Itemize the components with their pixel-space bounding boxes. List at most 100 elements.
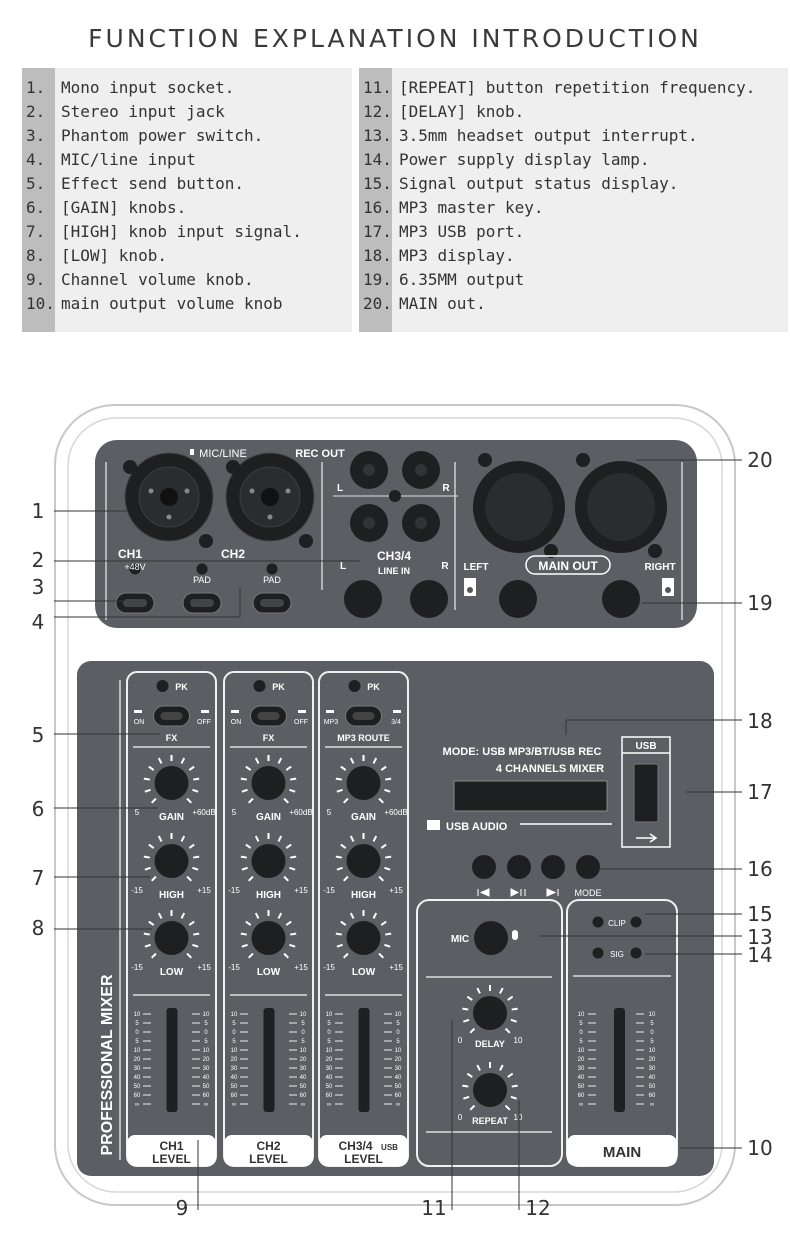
knob-tick: [285, 765, 292, 771]
knob-tick: [336, 943, 343, 948]
meter-scale-label: ∞: [204, 1102, 208, 1108]
legend-item-number: 7.: [26, 222, 46, 241]
meter-scale-label: 5: [204, 1039, 208, 1045]
knob-tick: [148, 765, 155, 771]
callout-number: 14: [747, 943, 772, 967]
knob-tick: [192, 788, 199, 793]
legend-item-text: Channel volume knob.: [61, 270, 254, 289]
jack-pin: [148, 488, 154, 494]
knob-max-label: +60dB: [192, 808, 215, 817]
meter-scale-label: 60: [326, 1093, 333, 1099]
legend-item-number: 16.: [363, 198, 392, 217]
screw: [199, 534, 213, 548]
legend-item-number: 11.: [363, 78, 392, 97]
mode-label: MODE: [575, 888, 602, 898]
knob-tick: [144, 788, 151, 793]
rec-out-label: REC OUT: [295, 448, 345, 460]
knob-tick: [188, 843, 195, 849]
meter-scale-label: 60: [578, 1093, 585, 1099]
knob-tick: [245, 765, 252, 771]
knob-tick: [186, 797, 193, 804]
switch-mark: [231, 710, 239, 713]
knob-max-label: +15: [389, 963, 403, 972]
mp3-key-button: [576, 855, 600, 879]
legend-item-text: Effect send button.: [61, 174, 245, 193]
knob-tick: [289, 943, 296, 948]
knob: [346, 766, 381, 800]
switch-mark: [298, 710, 306, 713]
callout-number: 17: [747, 780, 772, 804]
meter-scale-label: 0: [301, 1030, 305, 1036]
meter-scale-label: 10: [649, 1012, 656, 1018]
sig-led: [592, 947, 604, 959]
knob-tick: [192, 943, 199, 948]
effect-max-label: 10: [514, 1036, 523, 1045]
legend-item-number: 13.: [363, 126, 392, 145]
mic-jack: [474, 921, 508, 955]
xlr-jack-inner: [587, 473, 655, 541]
usb-audio-label: USB AUDIO: [446, 821, 508, 833]
main-out-jack: [499, 580, 537, 618]
knob-max-label: +60dB: [384, 808, 407, 817]
legend-item-text: MAIN out.: [399, 294, 486, 313]
main-out-label: MAIN OUT: [538, 559, 598, 573]
knob-tick: [240, 855, 247, 859]
sig-label: SIG: [610, 950, 624, 959]
meter-scale-label: 10: [134, 1048, 141, 1054]
knob-tick: [504, 1104, 511, 1111]
switch-label: +48V: [124, 562, 145, 572]
meter-scale-label: 10: [231, 1048, 238, 1054]
screw: [544, 544, 558, 558]
peak-led: [253, 680, 266, 692]
jack-pin: [184, 488, 190, 494]
meter-scale-label: 20: [649, 1057, 656, 1063]
knob-tick: [340, 765, 347, 771]
knob-tick: [469, 1104, 476, 1111]
meter-scale-label: 5: [650, 1021, 654, 1027]
knob-tick: [335, 855, 342, 859]
legend-item: 17.MP3 USB port.: [363, 222, 524, 242]
knob-label: LOW: [160, 967, 184, 978]
meter-scale-label: 5: [396, 1021, 400, 1027]
legend-item-text: Mono input socket.: [61, 78, 235, 97]
knob-tick: [385, 777, 392, 781]
knob-max-label: +15: [294, 886, 308, 895]
level-label: LEVEL: [249, 1152, 288, 1166]
legend-number-strip: [359, 68, 392, 332]
legend-item-text: MIC/line input: [61, 150, 196, 169]
knob-tick: [380, 843, 387, 849]
speaker-icon-cone: [467, 587, 473, 593]
knob-tick: [150, 952, 157, 959]
switch-slider: [260, 599, 284, 607]
legend-item: 5.Effect send button.: [26, 174, 244, 194]
callout-number: 10: [747, 1136, 772, 1160]
knob-tick: [507, 1072, 514, 1078]
knob-tick: [180, 912, 186, 919]
knob-label: HIGH: [256, 890, 281, 901]
switch-on-label: ON: [134, 719, 145, 726]
knob-tick: [463, 1095, 470, 1100]
ch2-label: CH2: [221, 547, 245, 561]
meter-scale-label: 10: [300, 1048, 307, 1054]
knob-min-label: -15: [323, 963, 335, 972]
prev-icon: [477, 888, 490, 897]
legend-item-number: 2.: [26, 102, 46, 121]
line-in-jack: [410, 580, 448, 618]
knob-tick: [507, 995, 514, 1001]
knob-tick: [378, 797, 385, 804]
next-icon: [546, 888, 559, 897]
knob-tick: [340, 920, 347, 926]
play-pause-icon: [510, 888, 526, 897]
knob-tick: [499, 987, 504, 994]
level-label-box: [319, 1135, 408, 1166]
meter-scale-label: ∞: [301, 1102, 305, 1108]
legend-item-number: 8.: [26, 246, 46, 265]
rca-jack-center: [363, 464, 375, 476]
legend-item: 6.[GAIN] knobs.: [26, 198, 186, 218]
rca-jack-center: [363, 517, 375, 529]
legend-item-number: 6.: [26, 198, 46, 217]
callout-number: 2: [32, 548, 45, 572]
legend-item-text: Power supply display lamp.: [399, 150, 650, 169]
legend-item-number: 20.: [363, 294, 392, 313]
meter-scale-label: 50: [578, 1084, 585, 1090]
